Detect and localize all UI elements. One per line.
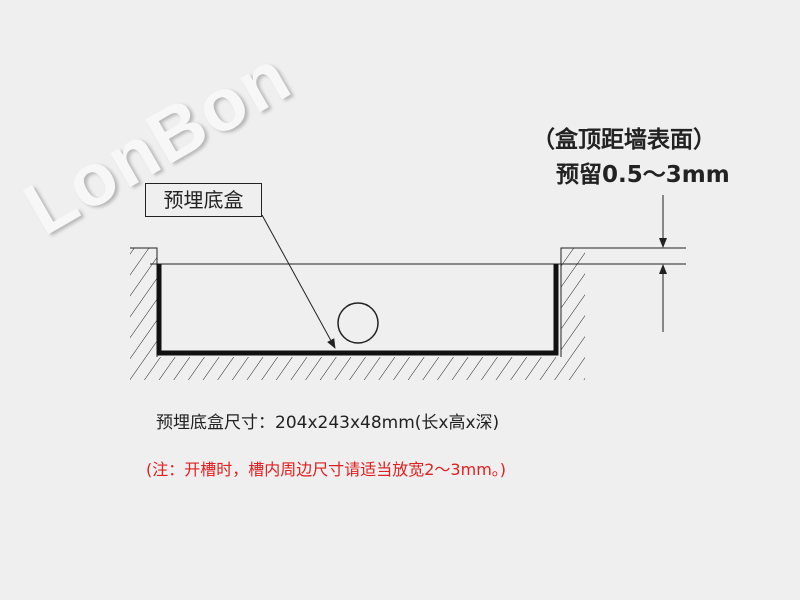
box-label: 预埋底盒 [145,183,262,217]
note-text: (注：开槽时，槽内周边尺寸请适当放宽2～3mm。) [146,460,507,479]
label-leader-arrow [261,214,336,349]
embedded-box [156,264,559,356]
wall-hatching [130,247,686,380]
dimensions-text: 预埋底盒尺寸：204x243x48mm(长x高x深) [156,413,500,433]
offset-note-line1: （盒顶距墙表面） [532,127,716,153]
knockout-hole [337,302,379,344]
offset-note-line2: 预留0.5～3mm [556,162,730,188]
